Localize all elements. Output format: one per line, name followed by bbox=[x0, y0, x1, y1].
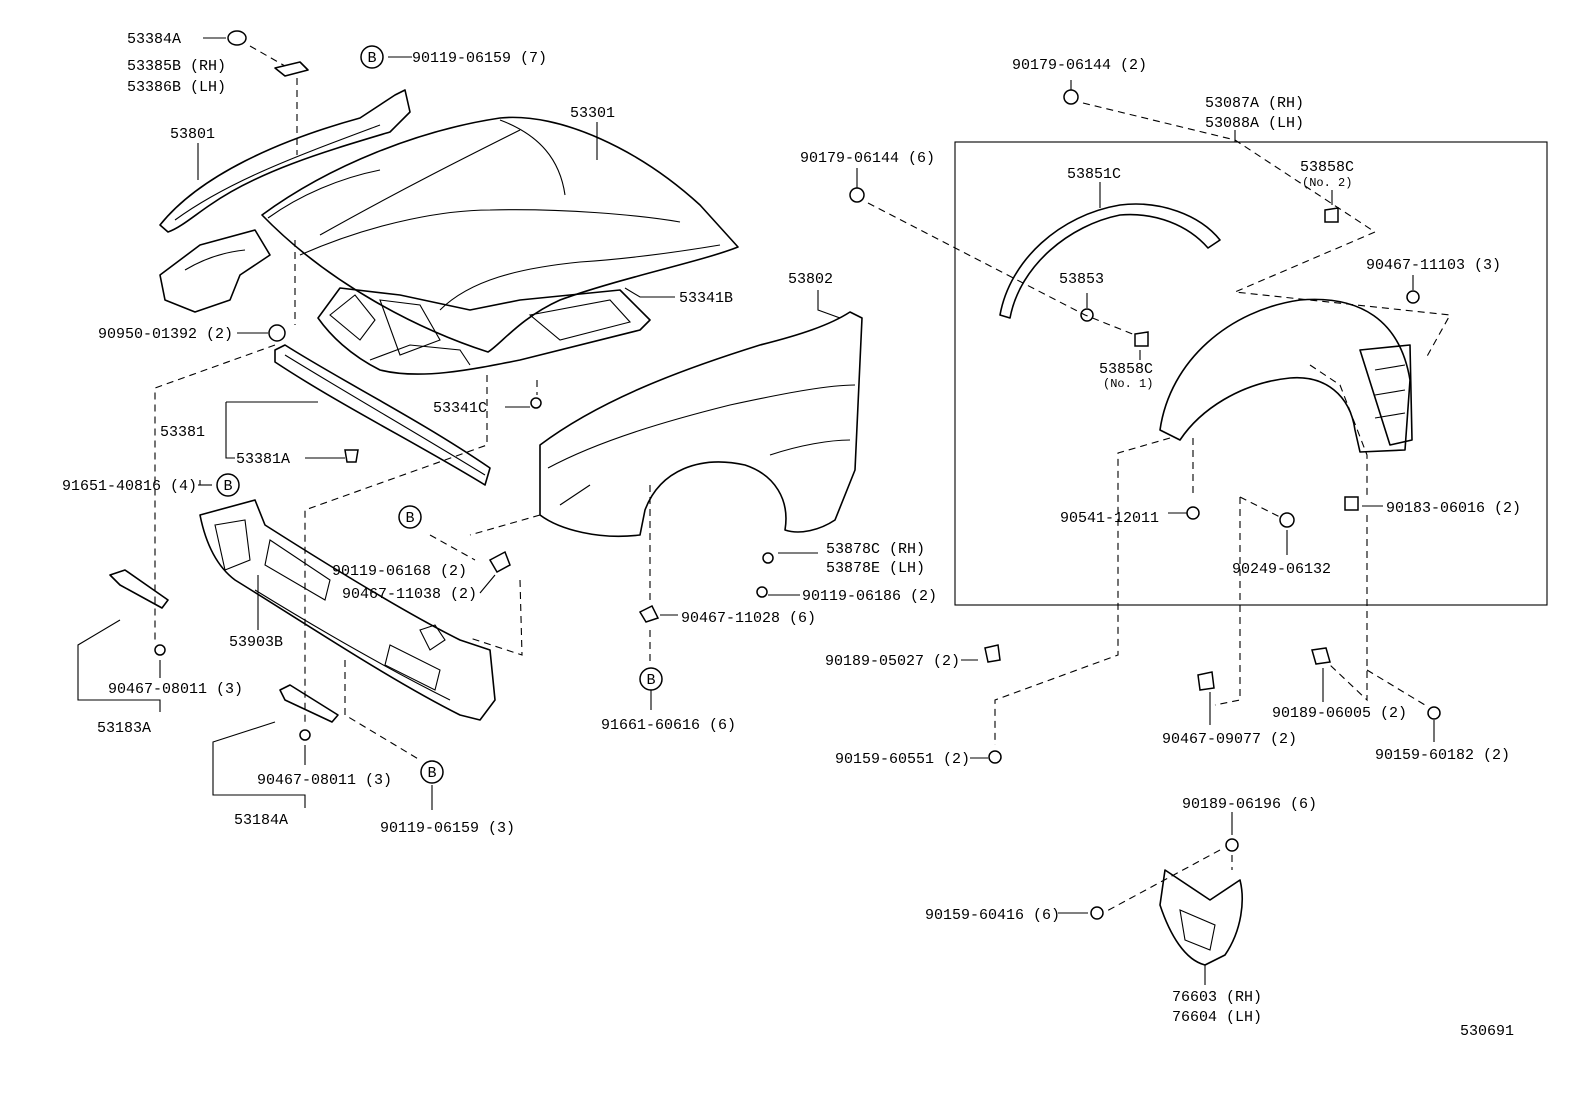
label-53851C: 53851C bbox=[1067, 166, 1121, 183]
label-53802: 53802 bbox=[788, 271, 833, 288]
label-90179-06144-6: 90179-06144 (6) bbox=[800, 150, 935, 167]
label-53184A: 53184A bbox=[234, 812, 288, 829]
grille-panel-53903B bbox=[199, 499, 496, 721]
b-marker-2: B bbox=[216, 473, 240, 497]
label-53853: 53853 bbox=[1059, 271, 1104, 288]
label-no1: (No. 1) bbox=[1103, 377, 1153, 391]
label-91661-60616: 91661-60616 (6) bbox=[601, 717, 736, 734]
label-diagram-number: 530691 bbox=[1460, 1023, 1514, 1040]
label-53801: 53801 bbox=[170, 126, 215, 143]
cap-53384A bbox=[227, 30, 247, 46]
label-90467-08011-a: 90467-08011 (3) bbox=[108, 681, 243, 698]
label-90541-12011: 90541-12011 bbox=[1060, 510, 1159, 527]
label-53087A: 53087A (RH) bbox=[1205, 95, 1304, 112]
label-90189-06005: 90189-06005 (2) bbox=[1272, 705, 1407, 722]
label-90189-06196: 90189-06196 (6) bbox=[1182, 796, 1317, 813]
label-90467-11038: 90467-11038 (2) bbox=[342, 586, 477, 603]
label-90467-11103: 90467-11103 (3) bbox=[1366, 257, 1501, 274]
label-53341B: 53341B bbox=[679, 290, 733, 307]
label-90189-05027: 90189-05027 (2) bbox=[825, 653, 960, 670]
label-53301: 53301 bbox=[570, 105, 615, 122]
bracket-53183A bbox=[109, 569, 169, 609]
label-53381: 53381 bbox=[160, 424, 205, 441]
bracket-53184A bbox=[279, 684, 339, 723]
label-90183-06016: 90183-06016 (2) bbox=[1386, 500, 1521, 517]
label-90467-09077: 90467-09077 (2) bbox=[1162, 731, 1297, 748]
label-53385B: 53385B (RH) bbox=[127, 58, 226, 75]
label-53384A: 53384A bbox=[127, 31, 181, 48]
front-fender-53802 bbox=[539, 311, 863, 538]
label-53903B: 53903B bbox=[229, 634, 283, 651]
part-labels: 53384A 53385B (RH) 53386B (LH) 90119-061… bbox=[62, 31, 1521, 1040]
radiator-support-53381 bbox=[274, 344, 491, 486]
label-90119-06159-7: 90119-06159 (7) bbox=[412, 50, 547, 67]
label-53183A: 53183A bbox=[97, 720, 151, 737]
label-76604: 76604 (LH) bbox=[1172, 1009, 1262, 1026]
svg-text:B: B bbox=[646, 672, 655, 689]
label-53088A: 53088A (LH) bbox=[1205, 115, 1304, 132]
label-53858C-no2: 53858C bbox=[1300, 159, 1354, 176]
assembly-dashed-lines bbox=[154, 45, 1451, 913]
label-53878C: 53878C (RH) bbox=[826, 541, 925, 558]
label-53386B: 53386B (LH) bbox=[127, 79, 226, 96]
label-90950-01392: 90950-01392 (2) bbox=[98, 326, 233, 343]
label-53341C: 53341C bbox=[433, 400, 487, 417]
label-90159-60182: 90159-60182 (2) bbox=[1375, 747, 1510, 764]
label-53858C-no1: 53858C bbox=[1099, 361, 1153, 378]
label-90249-06132: 90249-06132 bbox=[1232, 561, 1331, 578]
label-90159-60416: 90159-60416 (6) bbox=[925, 907, 1060, 924]
label-90119-06168: 90119-06168 (2) bbox=[332, 563, 467, 580]
b-marker-3: B bbox=[398, 505, 422, 529]
b-marker-4: B bbox=[420, 760, 444, 784]
label-53878E: 53878E (LH) bbox=[826, 560, 925, 577]
b-marker-1: B bbox=[360, 45, 384, 69]
svg-text:B: B bbox=[427, 765, 436, 782]
label-90467-08011-b: 90467-08011 (3) bbox=[257, 772, 392, 789]
svg-text:B: B bbox=[367, 50, 376, 67]
fasteners bbox=[154, 89, 1441, 920]
bracket-53385B bbox=[274, 61, 309, 77]
label-90159-60551: 90159-60551 (2) bbox=[835, 751, 970, 768]
mudguard-set-frame bbox=[954, 141, 1548, 606]
svg-text:B: B bbox=[223, 478, 232, 495]
hood-53301 bbox=[261, 116, 739, 353]
label-91651-40816: 91651-40816 (4) bbox=[62, 478, 197, 495]
hood-inner-frame bbox=[317, 287, 651, 375]
leader-lines bbox=[77, 37, 1435, 985]
fender-flare-53087A bbox=[1159, 298, 1413, 453]
b-marker-5: B bbox=[639, 667, 663, 691]
hood-seal-support-53801 bbox=[159, 89, 411, 313]
label-no2: (No. 2) bbox=[1302, 176, 1352, 190]
svg-text:B: B bbox=[405, 510, 414, 527]
label-90467-11028: 90467-11028 (6) bbox=[681, 610, 816, 627]
label-90119-06159-3: 90119-06159 (3) bbox=[380, 820, 515, 837]
fender-flare-53851C bbox=[999, 203, 1221, 319]
label-53381A: 53381A bbox=[236, 451, 290, 468]
label-90179-06144-2: 90179-06144 (2) bbox=[1012, 57, 1147, 74]
mud-flap-76603 bbox=[1159, 869, 1243, 966]
label-90119-06186: 90119-06186 (2) bbox=[802, 588, 937, 605]
label-76603: 76603 (RH) bbox=[1172, 989, 1262, 1006]
